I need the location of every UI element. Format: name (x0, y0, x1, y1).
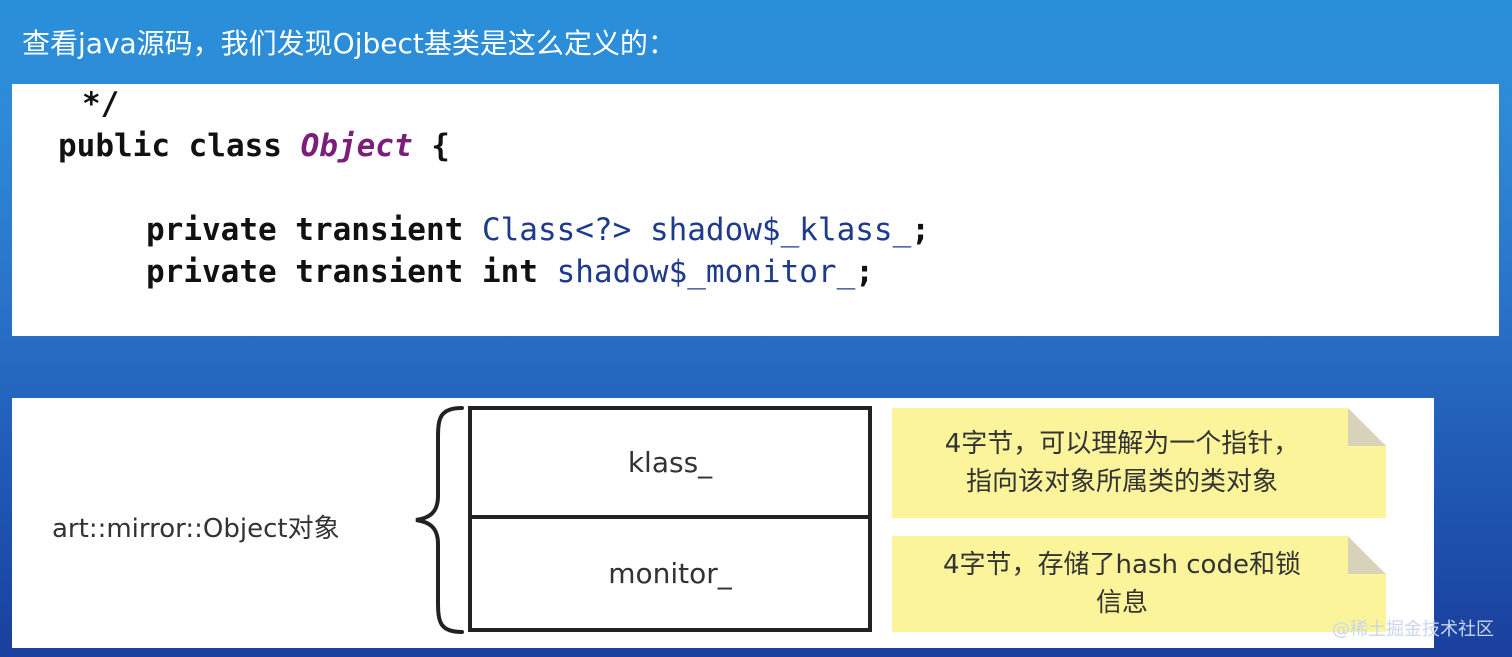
code-semicolon: ; (855, 254, 874, 290)
code-open-brace: { (412, 128, 450, 164)
code-line-class-declaration: public class Object { (58, 128, 450, 164)
watermark: @稀土掘金技术社区 (1332, 619, 1494, 640)
note-monitor-line1: 4字节，存储了hash code和锁 (943, 550, 1301, 580)
note-klass-line1: 4字节，可以理解为一个指针， (944, 429, 1300, 459)
code-semicolon: ; (911, 212, 930, 248)
slide-title: 查看java源码，我们发现Ojbect基类是这么定义的： (22, 27, 676, 60)
diagram-panel: art::mirror::Object对象 klass_ monitor_ 4字… (12, 398, 1434, 648)
code-line-klass-field: private transient Class<?> shadow$_klass… (146, 212, 930, 248)
code-line-monitor-field: private transient int shadow$_monitor_; (146, 254, 874, 290)
code-class-name: Object (300, 128, 413, 164)
field-cell-monitor: monitor_ (608, 557, 732, 590)
note-klass-text: 4字节，可以理解为一个指针， 指向该对象所属类的类对象 (935, 425, 1344, 501)
code-field-klass: shadow$_klass_ (649, 212, 912, 248)
curly-brace-icon (415, 406, 464, 634)
code-space (631, 212, 650, 248)
code-type-class: Class<?> (481, 212, 632, 248)
object-label: art::mirror::Object对象 (52, 514, 340, 544)
code-keyword-public-class: public class (58, 128, 301, 164)
code-modifiers-int: private transient int (146, 254, 557, 290)
note-fold-icon (1348, 536, 1386, 574)
code-field-monitor: shadow$_monitor_ (556, 254, 856, 290)
code-modifiers: private transient (146, 212, 482, 248)
object-field-table: klass_ monitor_ (468, 406, 872, 632)
note-klass: 4字节，可以理解为一个指针， 指向该对象所属类的类对象 (892, 408, 1386, 518)
field-cell-klass: klass_ (472, 410, 868, 519)
note-monitor-text: 4字节，存储了hash code和锁 信息 (933, 546, 1345, 622)
note-fold-icon (1348, 408, 1386, 446)
note-klass-line2: 指向该对象所属类的类对象 (965, 467, 1278, 497)
code-comment-end: */ (82, 86, 120, 122)
note-monitor-line2: 信息 (1095, 588, 1148, 618)
note-monitor: 4字节，存储了hash code和锁 信息 (892, 536, 1386, 632)
code-panel: */ public class Object { private transie… (12, 84, 1499, 336)
